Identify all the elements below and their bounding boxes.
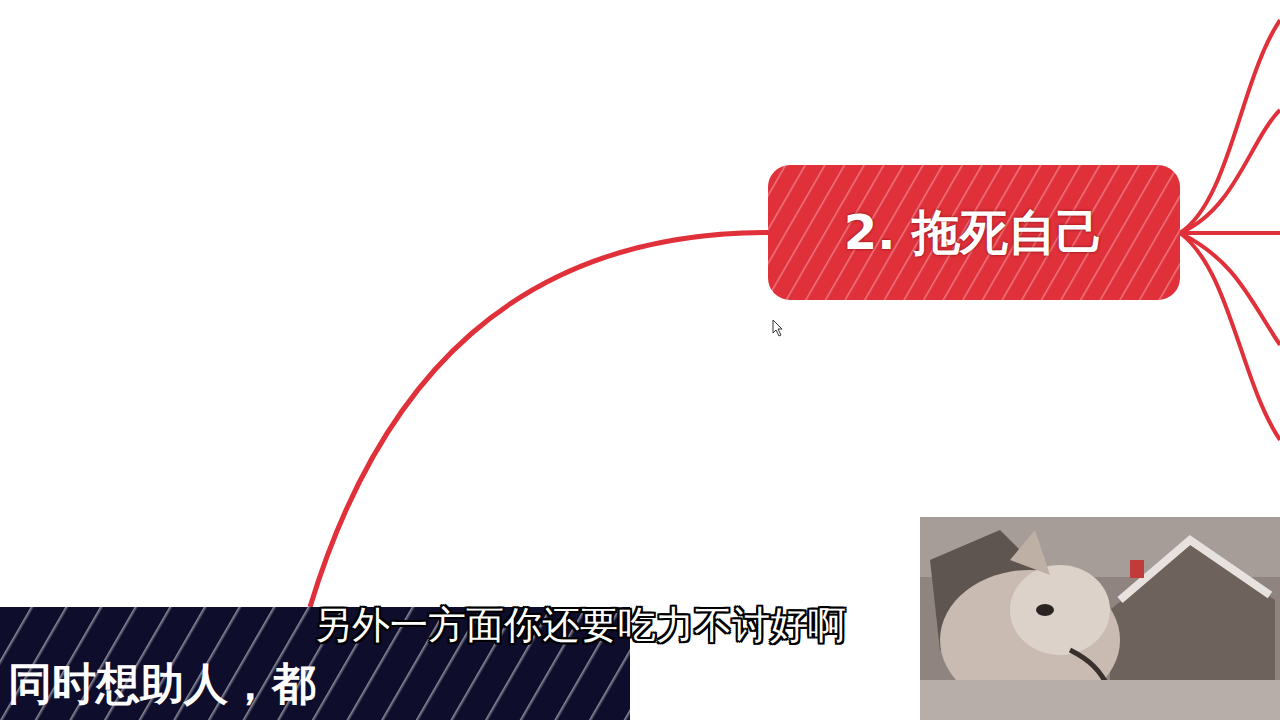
node-label: 同时想助人，都 bbox=[0, 655, 324, 720]
mouse-cursor bbox=[773, 320, 782, 336]
node-label: 2. 拖死自己 bbox=[808, 201, 1140, 265]
topic-box: 2. 拖死自己 bbox=[768, 165, 1180, 300]
video-thumbnail bbox=[920, 517, 1280, 720]
curved-connector bbox=[310, 233, 768, 608]
branch-lines bbox=[1180, 20, 1280, 440]
subtitle-caption: 另外一方面你还要吃力不讨好啊 bbox=[314, 600, 846, 651]
